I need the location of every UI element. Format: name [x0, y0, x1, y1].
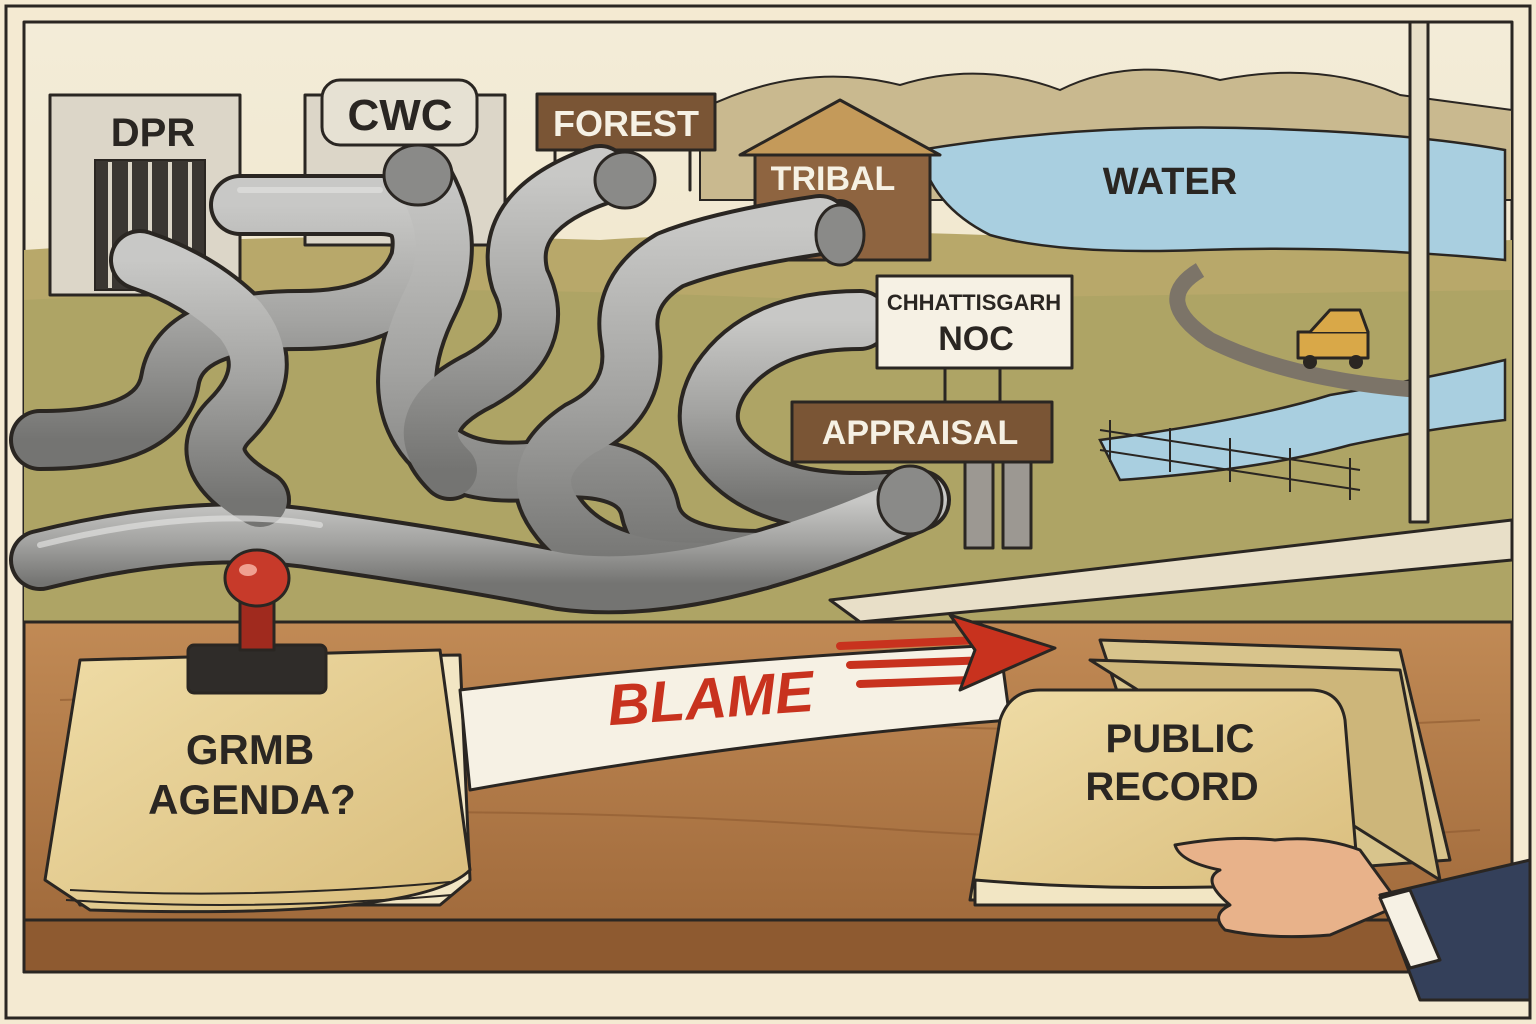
landscape-panel [9, 20, 1514, 624]
dpr-label: DPR [111, 111, 196, 155]
pointing-hand-icon [1173, 836, 1532, 1002]
fence [1099, 420, 1361, 500]
window-frame [1408, 20, 1430, 524]
reservoir [918, 126, 1507, 262]
agenda-label: AGENDA? [148, 776, 356, 823]
tribal-label: TRIBAL [771, 160, 896, 198]
truck-icon [1296, 308, 1370, 369]
tangled-pipes [9, 144, 951, 615]
blame-banner [458, 613, 1057, 792]
grmb-label: GRMB [186, 726, 314, 773]
noc-label: NOC [938, 320, 1014, 358]
pipe-flanges [382, 143, 944, 536]
road [1169, 263, 1421, 398]
cwc-label: CWC [347, 91, 452, 140]
cwc-sign [320, 78, 479, 147]
appraisal-label: APPRAISAL [822, 414, 1018, 452]
rubber-stamp-icon [186, 548, 328, 695]
forest-label: FOREST [553, 103, 699, 144]
forest-sign [535, 92, 717, 192]
appraisal-sign [790, 400, 1054, 550]
chhattisgarh-label: CHHATTISGARH [887, 290, 1061, 315]
public-label: PUBLIC [1106, 717, 1255, 761]
grmb-folder [43, 648, 472, 914]
record-label: RECORD [1085, 765, 1258, 809]
blame-label: BLAME [606, 659, 819, 738]
chhattisgarh-noc-sign [875, 274, 1074, 422]
water-label: WATER [1103, 161, 1237, 203]
arrow-right-icon [948, 613, 1057, 692]
